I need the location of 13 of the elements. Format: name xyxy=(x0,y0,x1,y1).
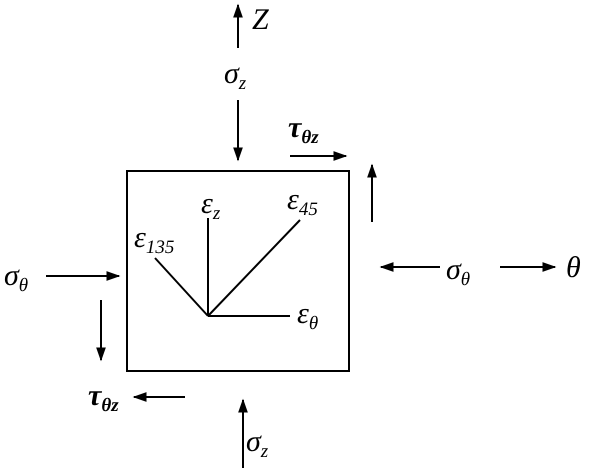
stress-label: σ$_{z}$ xyxy=(246,426,268,458)
shear-stress-label: τ$_{θz}$ xyxy=(88,380,119,412)
axis-label: θ xyxy=(566,252,581,284)
stress-label: σ$_{θ}$ xyxy=(446,254,470,286)
strain-label: ε$_{z}$ xyxy=(201,188,220,220)
axis-label: Z xyxy=(252,4,269,36)
strain-label: ε$_{45}$ xyxy=(287,184,318,216)
shear-stress-label: τ$_{θz}$ xyxy=(288,112,319,144)
strain-label: ε$_{135}$ xyxy=(134,222,174,254)
stress-element-square xyxy=(126,170,350,372)
stress-label: σ$_{z}$ xyxy=(224,58,246,90)
stress-label: σ$_{θ}$ xyxy=(4,260,28,292)
strain-label: ε$_{θ}$ xyxy=(297,298,318,330)
